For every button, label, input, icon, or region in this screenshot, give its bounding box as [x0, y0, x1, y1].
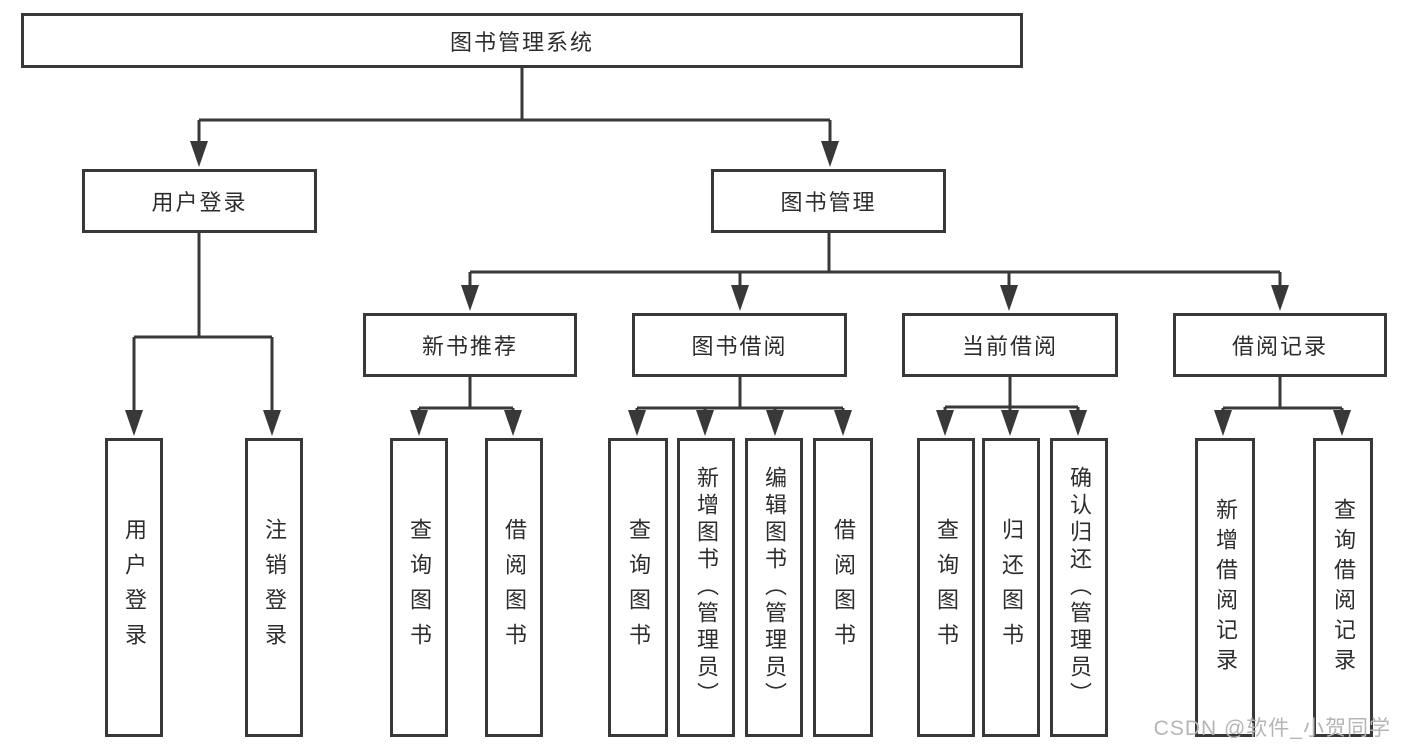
- leaf-borrow-books-2: 借阅图书: [813, 438, 873, 737]
- leaf-query-borrow-record: 查询借阅记录: [1313, 438, 1373, 737]
- leaf-add-borrow-record: 新增借阅记录: [1195, 438, 1255, 737]
- leaf-borrow-books-1: 借阅图书: [485, 438, 543, 737]
- connector-arrowheads: [125, 141, 1351, 436]
- node-root: 图书管理系统: [21, 13, 1023, 68]
- leaf-confirm-return-admin: 确认归还（管理员）: [1050, 438, 1108, 737]
- watermark: CSDN @软件_小贺同学: [1153, 717, 1391, 740]
- leaf-user-login: 用户登录: [105, 438, 163, 737]
- node-book-management: 图书管理: [711, 169, 946, 233]
- node-new-book-recommend: 新书推荐: [363, 313, 577, 377]
- leaf-return-books: 归还图书: [982, 438, 1040, 737]
- node-borrow-records: 借阅记录: [1173, 313, 1387, 377]
- leaf-logout-login: 注销登录: [245, 438, 303, 737]
- leaf-add-book-admin: 新增图书（管理员）: [677, 438, 735, 737]
- leaf-edit-book-admin: 编辑图书（管理员）: [745, 438, 803, 737]
- leaf-query-books-1: 查询图书: [390, 438, 448, 737]
- node-user-login: 用户登录: [82, 169, 317, 233]
- leaf-query-books-2: 查询图书: [608, 438, 668, 737]
- leaf-query-books-3: 查询图书: [917, 438, 975, 737]
- node-current-borrowing: 当前借阅: [902, 313, 1118, 377]
- node-book-borrowing: 图书借阅: [632, 313, 847, 377]
